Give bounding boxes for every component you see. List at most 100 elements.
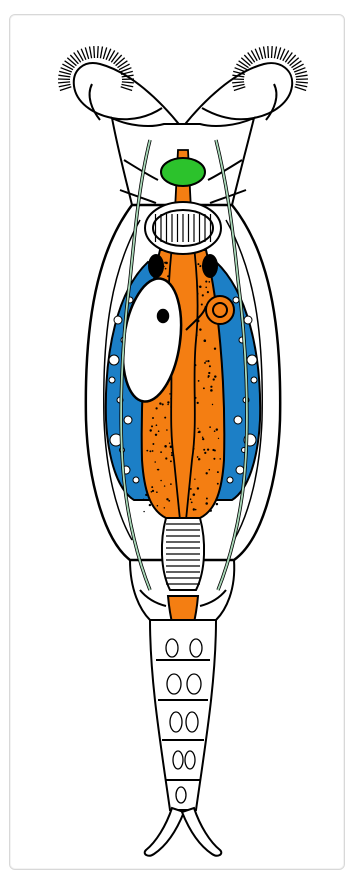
- cilium: [290, 58, 299, 66]
- stipple-dot: [208, 281, 210, 283]
- stipple-dot: [202, 438, 204, 440]
- stipple-dot: [217, 483, 219, 485]
- cilium: [296, 75, 308, 77]
- stipple-dot: [213, 503, 215, 505]
- cilium: [85, 47, 88, 59]
- stipple-dot: [198, 458, 200, 460]
- stipple-dot: [165, 262, 168, 265]
- stipple-dot: [158, 430, 160, 432]
- vesicle: [227, 477, 233, 483]
- stipple-dot: [191, 502, 193, 504]
- cilium: [272, 46, 273, 58]
- stipple-dot: [207, 360, 209, 362]
- stipple-dot: [210, 389, 213, 392]
- vesicle: [236, 466, 244, 474]
- cilium: [259, 47, 262, 59]
- stipple-dot: [214, 430, 216, 432]
- stipple-dot: [156, 424, 158, 426]
- vesicle: [109, 355, 119, 365]
- stipple-dot: [167, 401, 169, 403]
- stipple-dot: [214, 375, 216, 377]
- stipple-dot: [216, 428, 218, 430]
- stipple-dot: [194, 479, 195, 480]
- cilium: [116, 58, 125, 66]
- vesicle: [124, 416, 132, 424]
- stipple-dot: [168, 500, 170, 502]
- stipple-dot: [145, 494, 147, 496]
- cilium: [94, 46, 95, 58]
- stipple-dot: [200, 265, 201, 266]
- stipple-dot: [170, 483, 172, 485]
- stipple-dot: [154, 461, 156, 463]
- cilium: [58, 82, 70, 83]
- cilium: [295, 87, 306, 91]
- cilium: [67, 58, 76, 66]
- stipple-dot: [165, 268, 167, 270]
- stipple-dot: [164, 507, 165, 508]
- stipple-dot: [152, 490, 154, 492]
- stipple-dot: [204, 339, 207, 342]
- stipple-dot: [164, 417, 166, 419]
- cilium: [268, 46, 269, 58]
- stipple-dot: [159, 402, 161, 404]
- stipple-dot: [152, 450, 154, 452]
- stipple-dot: [149, 504, 151, 506]
- stipple-dot: [214, 348, 216, 350]
- stipple-dot: [212, 449, 214, 451]
- stipple-dot: [157, 469, 159, 471]
- cilium: [277, 47, 280, 59]
- cilium: [98, 46, 99, 58]
- stipple-dot: [149, 450, 151, 452]
- stipple-dot: [210, 510, 212, 512]
- stipple-dot: [156, 491, 158, 493]
- stipple-dot: [162, 403, 164, 405]
- stipple-dot: [203, 449, 205, 451]
- stipple-dot: [160, 451, 162, 453]
- stipple-dot: [198, 431, 201, 434]
- brain: [161, 158, 205, 186]
- vesicle: [109, 377, 115, 383]
- stipple-dot: [198, 380, 200, 382]
- stipple-dot: [197, 263, 199, 265]
- stipple-dot: [203, 387, 205, 389]
- stipple-dot: [170, 460, 172, 462]
- foot: [150, 620, 216, 810]
- stipple-dot: [151, 486, 153, 488]
- stipple-dot: [165, 457, 167, 459]
- stipple-dot: [149, 429, 151, 431]
- vesicle: [251, 377, 257, 383]
- stipple-dot: [205, 502, 208, 505]
- stipple-dot: [155, 434, 157, 436]
- stipple-dot: [206, 498, 208, 500]
- stipple-dot: [146, 450, 148, 452]
- stipple-dot: [164, 485, 165, 486]
- stipple-dot: [197, 402, 199, 404]
- cilium: [60, 87, 71, 91]
- stipple-dot: [204, 362, 206, 364]
- cilium: [103, 47, 106, 59]
- vesicle: [133, 477, 139, 483]
- stipple-dot: [190, 488, 192, 490]
- cilium: [264, 47, 266, 59]
- cilium: [241, 58, 250, 66]
- stipple-dot: [143, 511, 144, 512]
- stipple-dot: [195, 509, 197, 511]
- cilium: [274, 47, 276, 59]
- stipple-dot: [167, 404, 169, 406]
- stipple-dot: [197, 456, 199, 458]
- cilium: [100, 47, 102, 59]
- stipple-dot: [208, 372, 210, 374]
- vesicle: [247, 355, 257, 365]
- stipple-dot: [152, 417, 154, 419]
- cilium: [58, 75, 70, 77]
- corona: [74, 63, 292, 128]
- stipple-dot: [193, 493, 196, 496]
- stipple-dot: [160, 480, 162, 482]
- stipple-dot: [212, 404, 213, 405]
- stipple-dot: [157, 505, 159, 507]
- stipple-dot: [205, 286, 207, 288]
- stipple-dot: [201, 303, 203, 305]
- cilium: [90, 47, 92, 59]
- stipple-dot: [190, 498, 192, 500]
